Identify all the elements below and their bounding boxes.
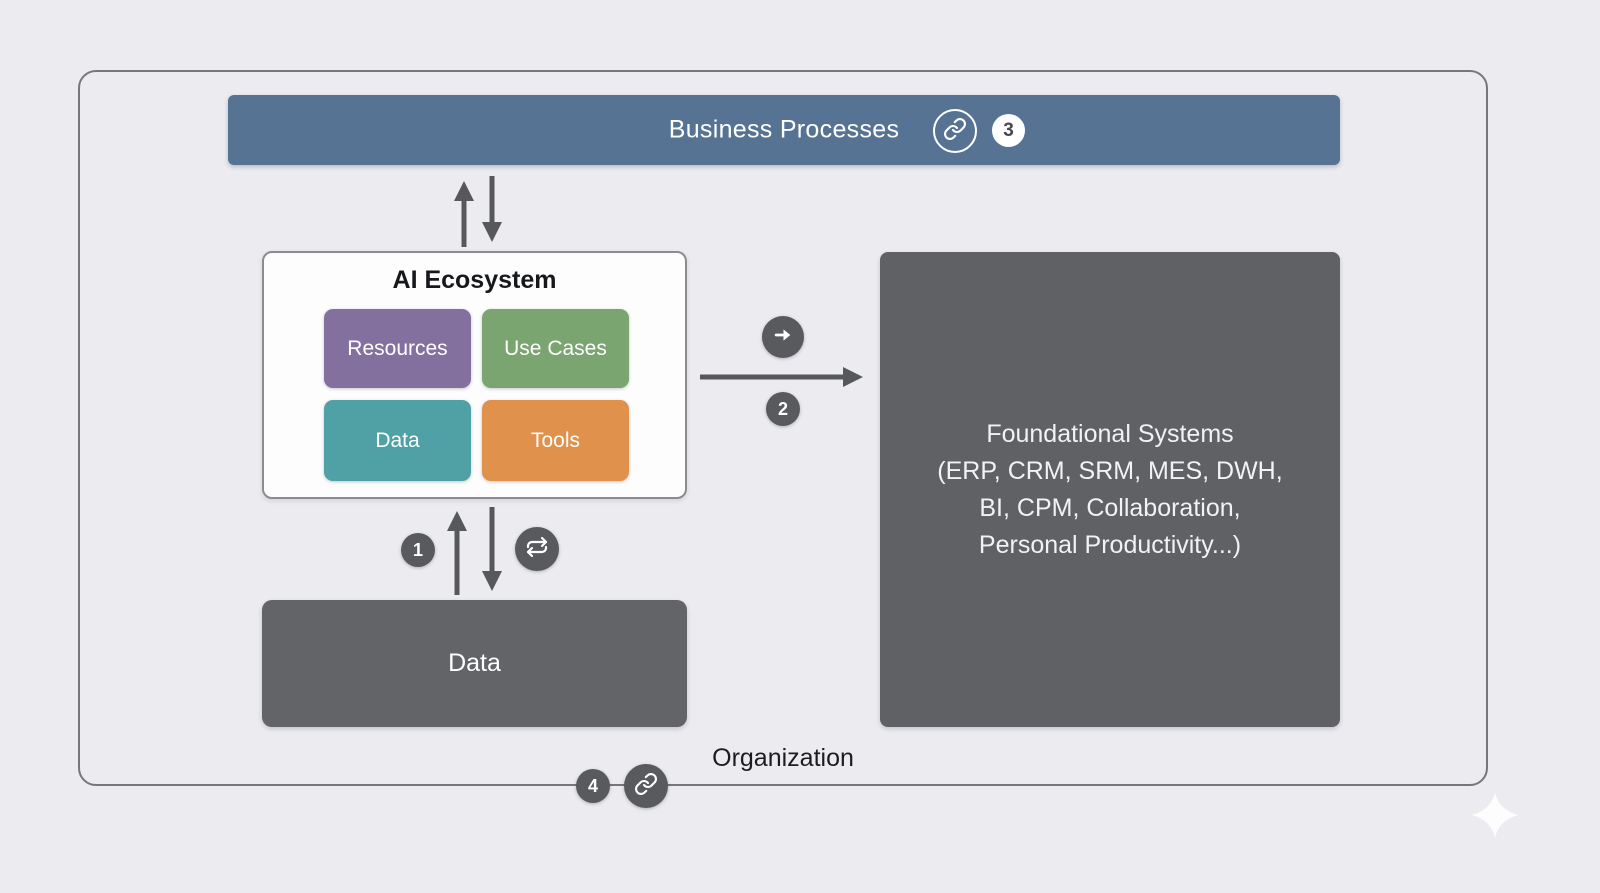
business-processes-count-badge: 3 [992,114,1025,147]
organization-link-chip [624,764,668,808]
sync-icon [525,535,549,564]
resources-tile: Resources [324,309,471,388]
foundational-systems-box: Foundational Systems (ERP, CRM, SRM, MES… [880,252,1340,727]
flow-badge-1: 1 [401,533,435,567]
link-icon [943,117,967,146]
data-tile: Data [324,400,471,481]
ai-ecosystem-box: AI Ecosystem Resources Use Cases Data To… [262,251,687,499]
flow-badge-2: 2 [766,392,800,426]
arrow-right-icon [772,324,794,351]
organization-boundary-frame [78,70,1488,786]
sparkle-icon [1472,792,1518,838]
ai-ecosystem-title: AI Ecosystem [392,266,557,294]
ai-ecosystem-grid: Resources Use Cases Data Tools [324,309,629,481]
organization-label: Organization [712,744,854,772]
use-cases-tile: Use Cases [482,309,629,388]
foundational-systems-text: Foundational Systems (ERP, CRM, SRM, MES… [937,419,1283,559]
business-processes-bar: Business Processes 3 [228,95,1340,165]
flow-right-chip [762,316,804,358]
business-processes-link-chip [933,109,977,153]
data-sync-chip [515,527,559,571]
link-icon [634,772,658,801]
business-processes-label: Business Processes [668,115,900,144]
organization-count-badge: 4 [576,769,610,803]
tools-tile: Tools [482,400,629,481]
data-store-box: Data [262,600,687,727]
